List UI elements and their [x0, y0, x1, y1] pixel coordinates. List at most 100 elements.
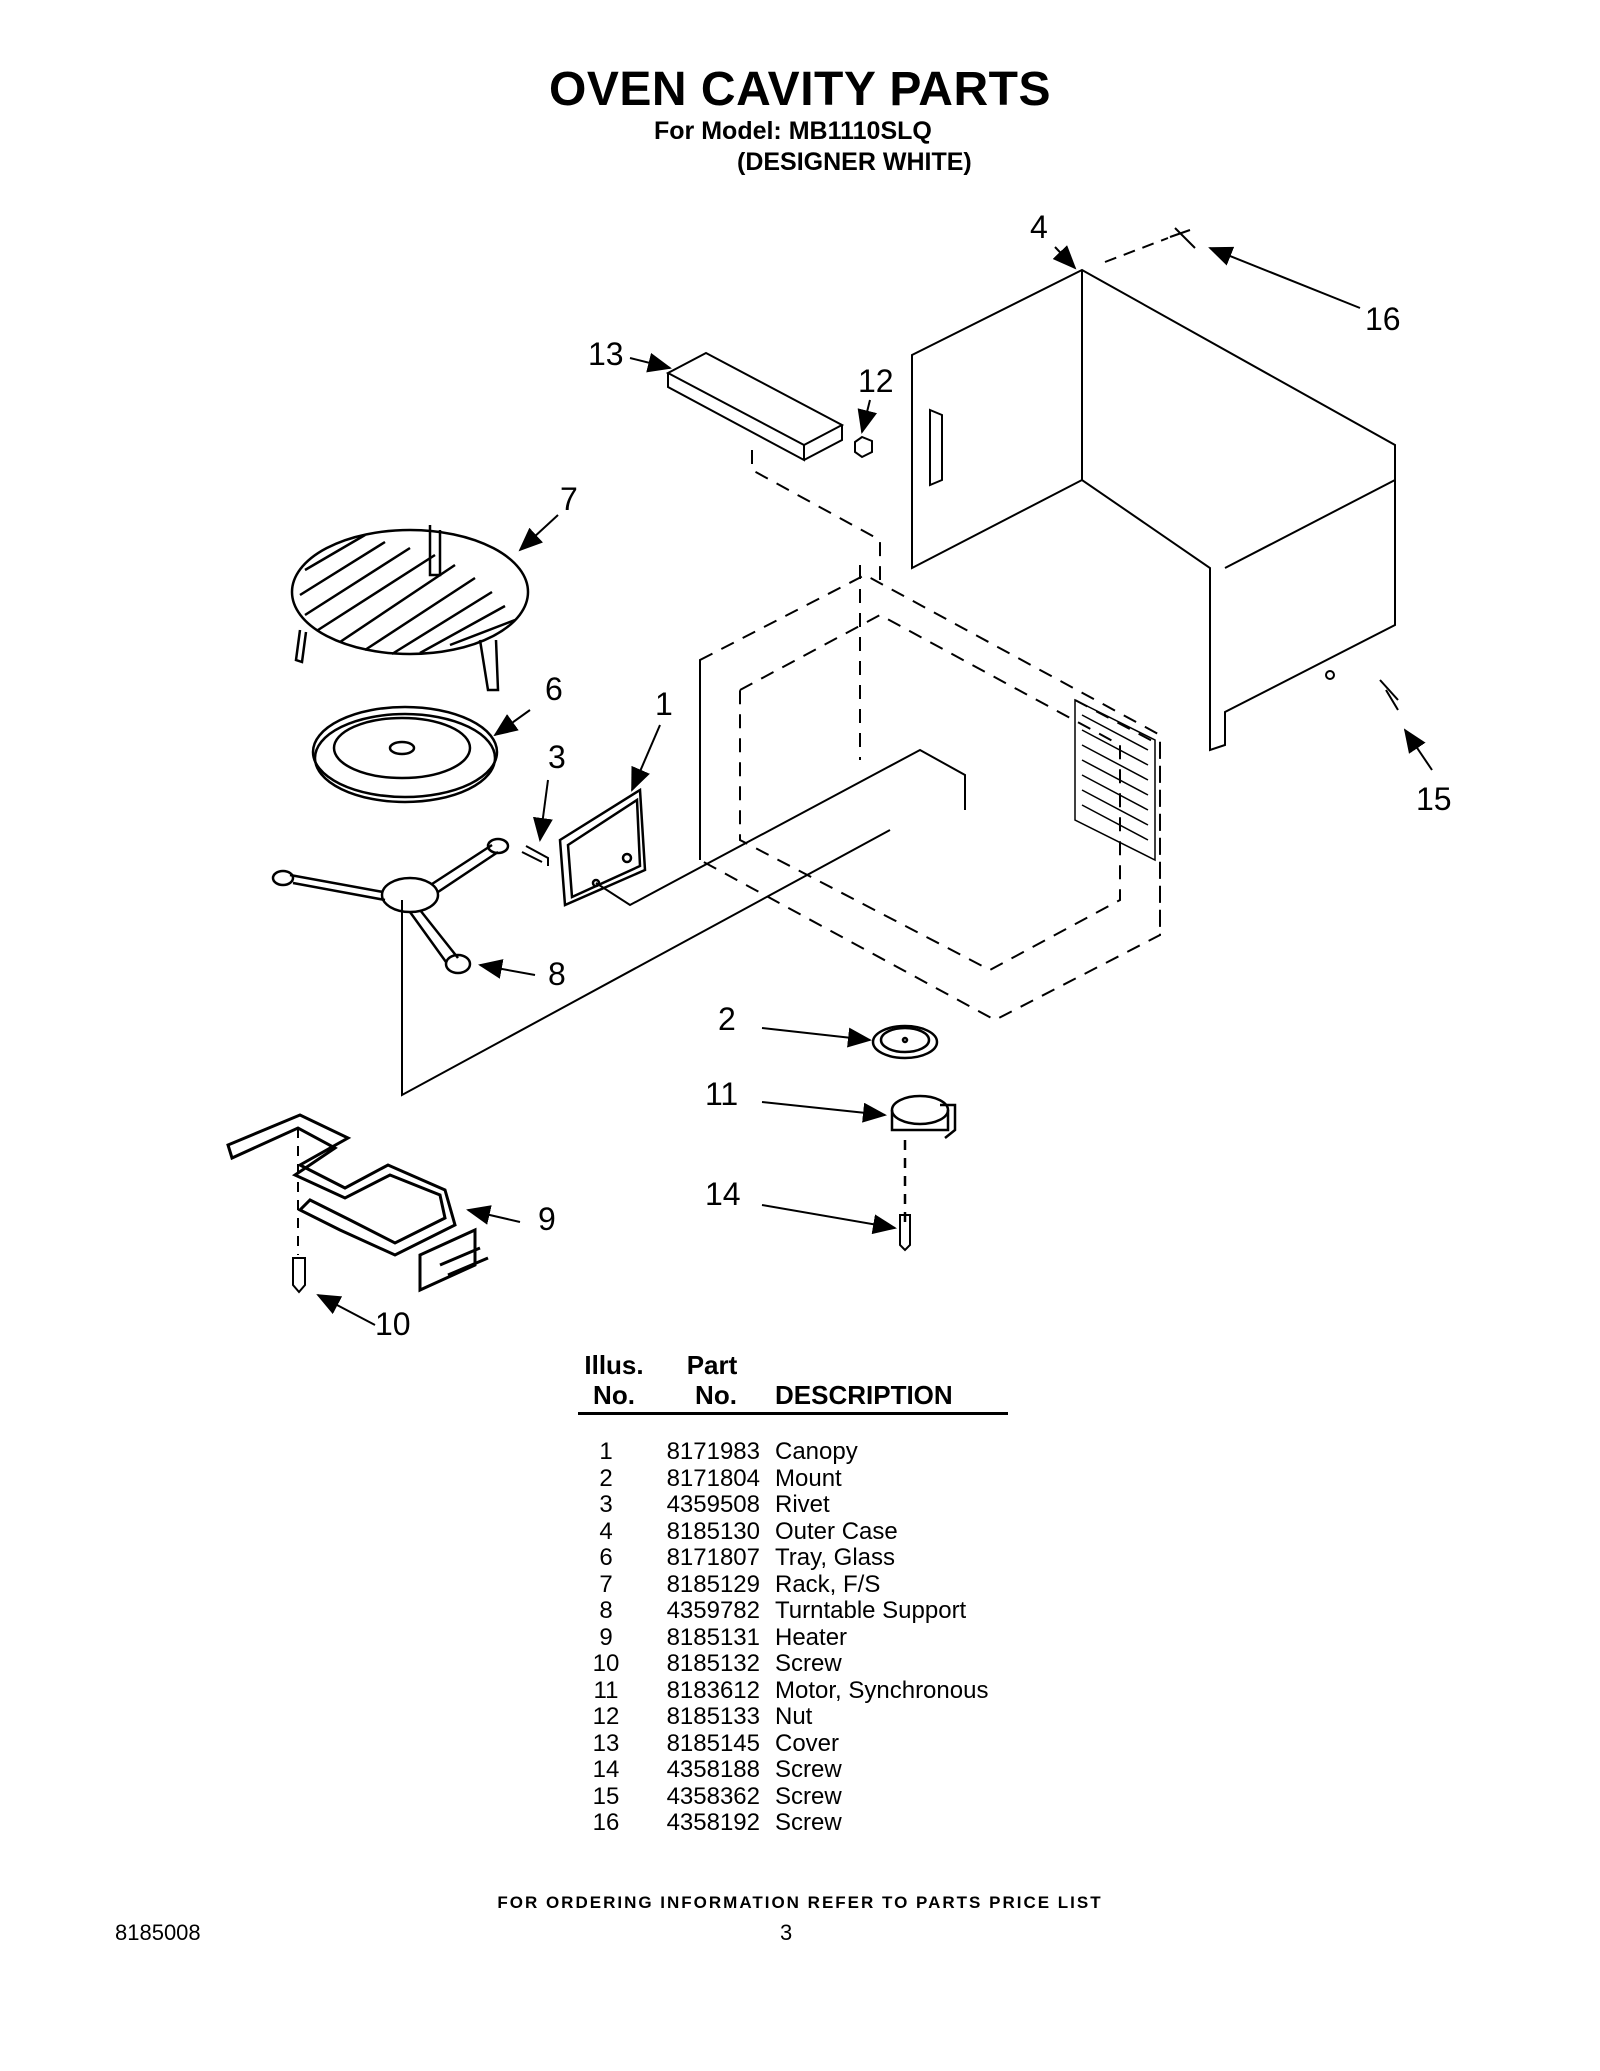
canopy-drawing	[558, 787, 647, 907]
part-number: 8183612	[666, 1676, 760, 1704]
callout-7: 7	[560, 481, 578, 517]
callout-2: 2	[718, 1001, 736, 1037]
callout-1: 1	[655, 686, 673, 722]
table-row: 2 8171804 Mount	[570, 1464, 1035, 1493]
table-row: 8 4359782 Turntable Support	[570, 1597, 1035, 1625]
variant-line: (DESIGNER WHITE)	[737, 148, 972, 176]
part-number: 8185131	[666, 1623, 760, 1651]
screw-14-drawing	[899, 1214, 911, 1252]
vent-grille	[1074, 698, 1156, 862]
wiring-line	[401, 748, 966, 1097]
table-row: 15 4358362 Screw	[570, 1782, 1035, 1811]
col-header-illus-bottom: No.	[593, 1380, 635, 1410]
part-description: Cover	[775, 1729, 840, 1757]
part-number: 8171807	[666, 1544, 760, 1571]
callout-14: 14	[705, 1176, 741, 1212]
part-number: 8171983	[666, 1438, 760, 1465]
rack-drawing	[290, 525, 530, 692]
callout-10: 10	[375, 1306, 411, 1342]
callout-6: 6	[545, 671, 563, 707]
document-number: 8185008	[115, 1920, 201, 1945]
table-row: 11 8183612 Motor, Synchronous	[570, 1676, 1035, 1705]
illus-number: 8	[599, 1597, 613, 1624]
col-header-illus-top: Illus.	[584, 1350, 644, 1380]
part-description: Screw	[775, 1809, 842, 1836]
part-number: 8171804	[666, 1464, 760, 1492]
table-row: 9 8185131 Heater	[570, 1623, 1035, 1652]
col-header-part-top: Part	[686, 1350, 738, 1380]
table-row: 3 4359508 Rivet	[570, 1491, 1035, 1519]
screw-10-drawing	[292, 1128, 306, 1294]
illus-number: 16	[592, 1809, 620, 1836]
oven-cavity-outline	[699, 565, 1161, 1022]
part-number: 8185129	[666, 1570, 760, 1598]
table-row: 4 8185130 Outer Case	[570, 1517, 1035, 1546]
part-number: 4359782	[666, 1597, 760, 1624]
glass-tray-drawing	[311, 705, 499, 804]
table-row: 1 8171983 Canopy	[570, 1438, 1035, 1466]
col-header-part-bottom: No.	[695, 1380, 737, 1410]
ordering-note: FOR ORDERING INFORMATION REFER TO PARTS …	[497, 1893, 1103, 1912]
part-description: Heater	[775, 1623, 848, 1651]
col-header-description: DESCRIPTION	[775, 1380, 953, 1410]
part-description: Tray, Glass	[775, 1544, 896, 1571]
illus-number: 14	[592, 1756, 620, 1783]
illus-number: 2	[599, 1464, 613, 1492]
callout-3: 3	[548, 739, 566, 775]
part-number: 8185145	[666, 1729, 760, 1757]
part-description: Screw	[775, 1650, 842, 1677]
table-row: 13 8185145 Cover	[570, 1729, 1035, 1758]
page-title: OVEN CAVITY PARTS	[549, 63, 1051, 116]
part-description: Canopy	[775, 1438, 858, 1465]
part-number: 8185132	[666, 1650, 760, 1677]
table-row: 16 4358192 Screw	[570, 1809, 1035, 1837]
part-description: Motor, Synchronous	[775, 1676, 989, 1704]
cover-drawing	[665, 351, 881, 580]
page-number: 3	[780, 1920, 793, 1945]
illus-number: 7	[599, 1570, 613, 1598]
callout-8: 8	[548, 956, 566, 992]
part-number: 8185133	[666, 1703, 760, 1730]
callout-11: 11	[705, 1076, 738, 1112]
illus-number: 12	[592, 1703, 620, 1730]
part-number: 4358188	[666, 1756, 760, 1783]
table-row: 14 4358188 Screw	[570, 1756, 1035, 1784]
part-number: 8185130	[666, 1517, 760, 1545]
callout-9: 9	[538, 1201, 556, 1237]
part-description: Rivet	[775, 1491, 830, 1518]
mount-drawing	[871, 1024, 939, 1060]
illus-number: 1	[599, 1438, 613, 1465]
illus-number: 15	[592, 1782, 620, 1810]
exploded-parts-diagram: 4 16 13 12 7 6 1 3 8 15 2 11 14 9 10	[226, 209, 1452, 1342]
part-description: Screw	[775, 1756, 842, 1783]
part-description: Outer Case	[775, 1517, 898, 1545]
part-number: 4358362	[666, 1782, 760, 1810]
callout-12: 12	[858, 363, 894, 399]
illus-number: 13	[592, 1729, 620, 1757]
nut-drawing	[854, 435, 873, 459]
turntable-support-drawing	[271, 837, 510, 975]
illus-number: 9	[599, 1623, 613, 1651]
callout-4: 4	[1030, 209, 1048, 245]
part-description: Nut	[775, 1703, 813, 1730]
callout-13: 13	[588, 336, 624, 372]
table-row: 12 8185133 Nut	[570, 1703, 1035, 1731]
illus-number: 3	[599, 1491, 613, 1518]
illus-number: 11	[593, 1676, 619, 1704]
illus-number: 4	[599, 1517, 613, 1545]
rivet-drawing	[521, 845, 549, 866]
header-rule	[578, 1412, 1008, 1415]
parts-list: 1 8171983 Canopy 2 8171804 Mount 3 4359508 Riv…	[570, 1438, 1035, 1837]
outer-case-drawing	[911, 227, 1399, 752]
callout-16: 16	[1365, 301, 1401, 337]
part-description: Screw	[775, 1782, 842, 1810]
part-number: 4359508	[666, 1491, 760, 1518]
part-description: Turntable Support	[775, 1597, 967, 1624]
part-number: 4358192	[666, 1809, 760, 1836]
part-description: Mount	[775, 1464, 842, 1492]
heater-drawing	[226, 1113, 489, 1293]
table-row: 10 8185132 Screw	[570, 1650, 1035, 1678]
illus-number: 10	[592, 1650, 620, 1677]
